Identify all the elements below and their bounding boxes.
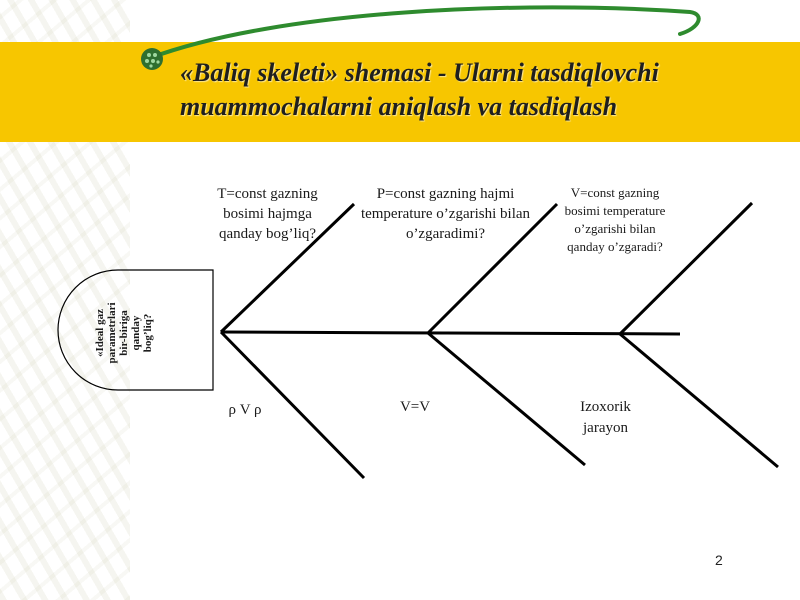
top-bone-1: [219, 202, 356, 334]
bottom-bone-1: [219, 330, 366, 480]
slide-title: «Baliq skeleti» shemasi - Ularni tasdiql…: [180, 58, 659, 121]
fish-head-label: «Ideal gaz parametrlari bir-biriga qanda…: [94, 302, 154, 364]
fish-spine: [220, 330, 681, 336]
top-bone-label-3: V=const gazning bosimi temperature o’zga…: [564, 185, 666, 254]
bottom-bone-3: [619, 332, 779, 469]
title-band: [0, 42, 800, 142]
fish-head-text: «Ideal gaz parametrlari bir-biriga qanda…: [68, 292, 180, 374]
bottom-bone-label-2: V=V: [399, 399, 431, 415]
swoosh-decoration: [148, 5, 701, 60]
top-bone-label-1: T=const gazning bosimi hajmga qanday bog…: [217, 186, 318, 242]
bottom-bone-2: [427, 331, 586, 467]
fish-head: [57, 269, 214, 391]
page-number: 2: [715, 552, 723, 568]
top-bone-2: [426, 202, 559, 335]
top-bone-label-2: P=const gazning hajmi temperature o’zgar…: [360, 186, 531, 242]
bottom-bone-label-3: Izoxorik jarayon: [580, 399, 631, 436]
bottom-bone-label-1: ρ V ρ: [228, 402, 262, 418]
globe-logo-icon: [141, 48, 163, 70]
top-bone-3: [618, 201, 754, 336]
